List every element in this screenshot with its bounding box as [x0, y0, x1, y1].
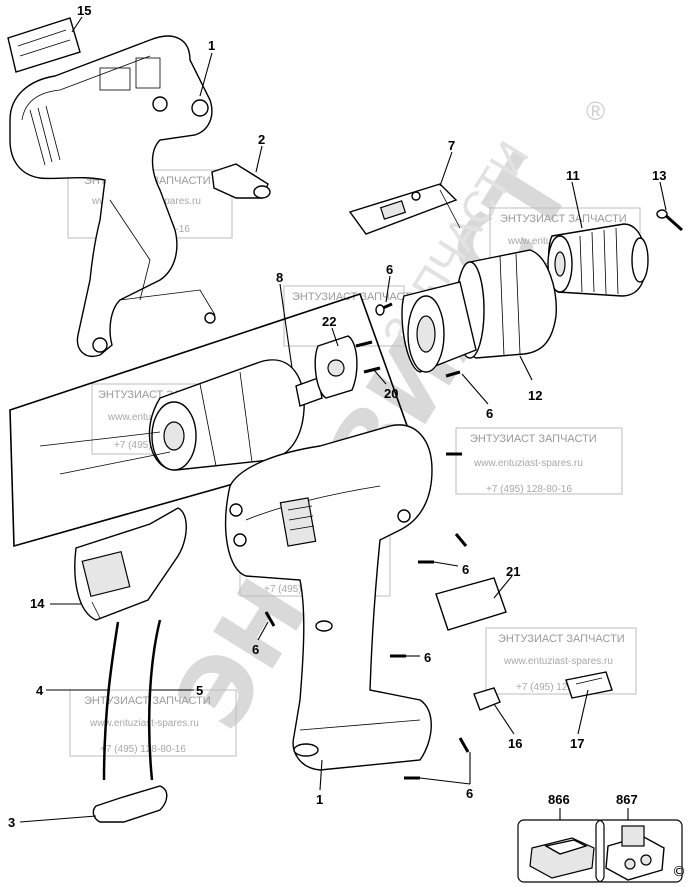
part-6-screw-g	[404, 737, 470, 780]
watermark-phone: +7 (495) 128-80-16	[100, 744, 186, 755]
part-label-21: 21	[506, 564, 520, 579]
part-6-screw-e	[264, 611, 276, 627]
leader-lines	[19, 16, 667, 823]
part-15-label-sticker	[7, 17, 81, 73]
part-867-battery	[595, 819, 683, 883]
watermark-website: www.entuziast-spares.ru	[89, 718, 199, 729]
part-label-1-upper: 1	[208, 38, 215, 53]
part-17-contact	[565, 671, 613, 699]
watermark-company: ЭНТУЗИАСТ ЗАПЧАСТИ	[498, 633, 625, 645]
part-label-1-lower: 1	[316, 792, 323, 807]
part-6-screw-b	[445, 370, 461, 378]
part-label-867: 867	[616, 792, 638, 807]
part-label-7: 7	[448, 138, 455, 153]
part-label-17: 17	[570, 736, 584, 751]
part-labels: 15 1 2 7 11 13 8 6 22 20 12 6 14 6 21 6 …	[8, 3, 666, 830]
watermark-company: ЭНТУЗИАСТ ЗАПЧАСТИ	[500, 213, 627, 225]
part-13-screw	[656, 209, 683, 232]
part-2-switch-button	[211, 163, 271, 199]
watermark-website: www.entuziast-spares.ru	[503, 656, 613, 667]
part-7-cover-plate	[348, 183, 461, 235]
registered-mark: ®	[586, 96, 605, 126]
part-label-22: 22	[322, 314, 336, 329]
part-label-6-c: 6	[462, 562, 469, 577]
part-label-15: 15	[77, 3, 91, 18]
part-label-6-a: 6	[386, 262, 393, 277]
part-label-8: 8	[276, 270, 283, 285]
copyright-mark: ©	[672, 864, 686, 880]
part-label-12: 12	[528, 388, 542, 403]
watermark-phone: +7 (495) 128-80-16	[516, 682, 602, 693]
part-5-wire	[147, 619, 162, 781]
part-label-13: 13	[652, 168, 666, 183]
part-14-switch-module	[74, 507, 187, 621]
part-label-866: 866	[548, 792, 570, 807]
part-22-motor-plate	[314, 335, 358, 399]
part-8-motor	[39, 359, 323, 475]
part-3-clip	[92, 785, 168, 823]
part-label-6-e: 6	[424, 650, 431, 665]
watermark-box-8: ЭНТУЗИАСТ ЗАПЧАСТИ www.entuziast-spares.…	[69, 689, 237, 757]
watermark-company: ЭНТУЗИАСТ ЗАПЧАСТИ	[470, 433, 597, 445]
part-label-20: 20	[384, 386, 398, 401]
part-4-wire	[102, 621, 120, 781]
part-label-3: 3	[8, 815, 15, 830]
watermark-company: ЭНТУЗИАСТ ЗАПЧАСТИ	[84, 695, 211, 707]
part-12-gearbox	[401, 249, 557, 373]
part-11-chuck	[547, 223, 649, 297]
watermark-website: www.entuziast-spares.ru	[473, 458, 583, 469]
part-label-14: 14	[30, 596, 45, 611]
part-16-clip	[473, 687, 501, 711]
part-21-sticker	[435, 577, 507, 631]
watermark-phone: +7 (495) 128-80-16	[486, 484, 572, 495]
part-6-screw-d	[418, 533, 468, 564]
part-label-6-f: 6	[466, 786, 473, 801]
copyright-symbol: ©	[672, 864, 686, 880]
part-label-6-b: 6	[486, 406, 493, 421]
part-label-4: 4	[36, 683, 44, 698]
watermark-company: ЭНТУЗИАСТ ЗАПЧАСТИ	[292, 291, 419, 303]
part-label-2: 2	[258, 132, 265, 147]
part-1-housing-right-half	[224, 424, 433, 771]
part-label-11: 11	[566, 168, 580, 183]
part-1-housing-left-half	[9, 35, 216, 357]
watermark-box-7: ЭНТУЗИАСТ ЗАПЧАСТИ www.entuziast-spares.…	[485, 627, 637, 695]
part-6-screw-a	[375, 302, 393, 316]
part-20-screws	[355, 340, 381, 374]
part-label-16: 16	[508, 736, 522, 751]
part-label-5: 5	[196, 683, 203, 698]
part-866-battery	[517, 819, 605, 883]
watermark-box-5: ЭНТУЗИАСТ ЗАПЧАСТИ www.entuziast-spares.…	[455, 427, 623, 495]
part-label-6-d: 6	[252, 642, 259, 657]
